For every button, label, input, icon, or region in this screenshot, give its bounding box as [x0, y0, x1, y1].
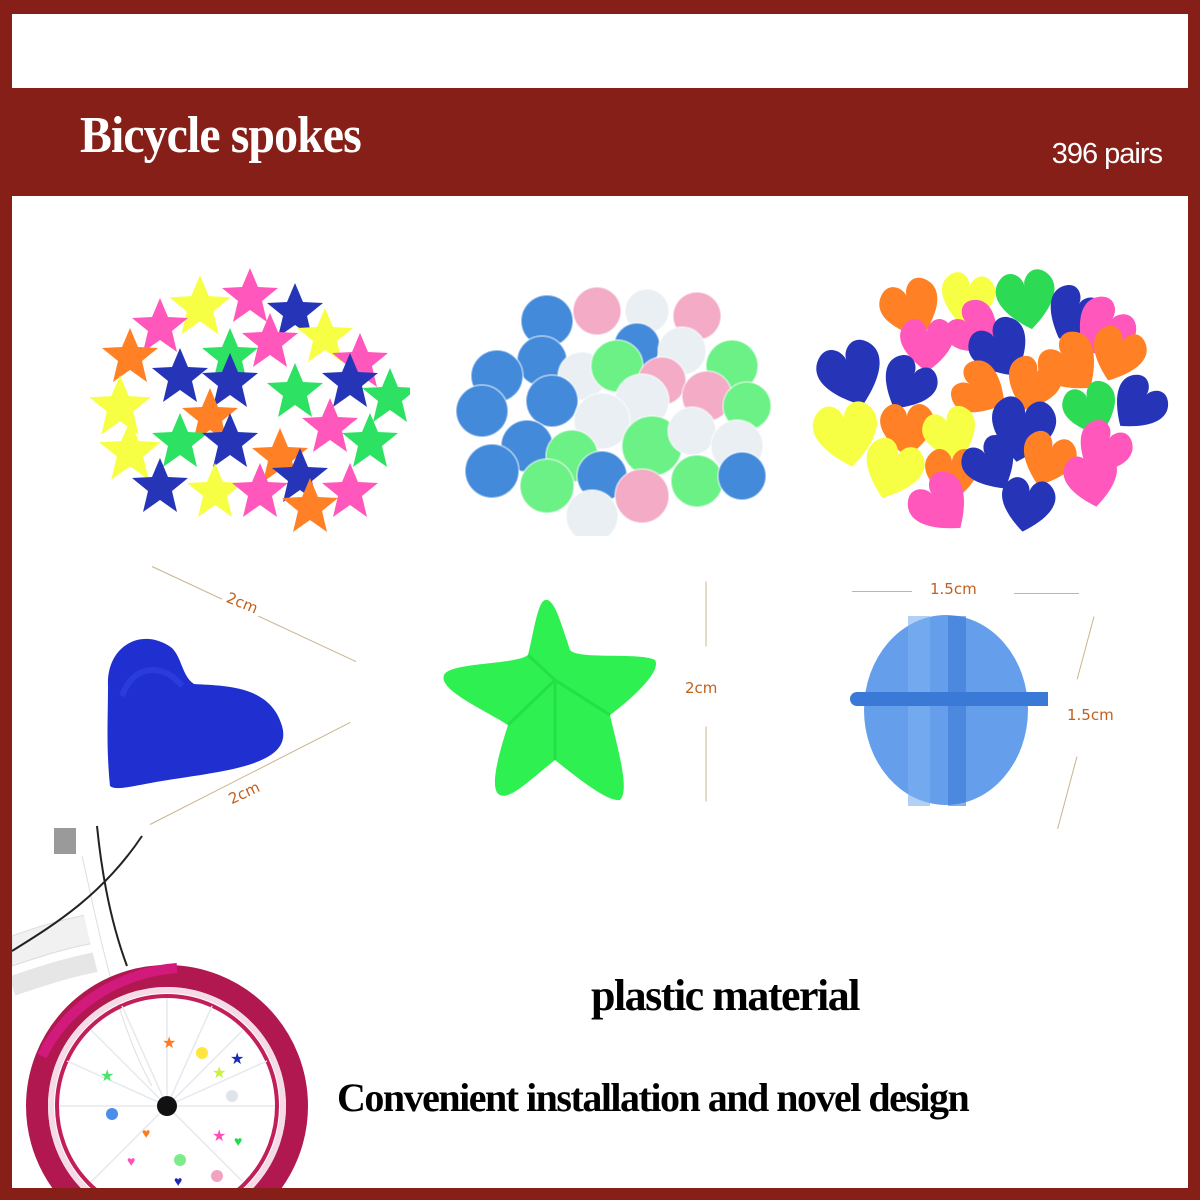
svg-text:♥: ♥ [142, 1127, 150, 1142]
feature-installation-design: Convenient installation and novel design [337, 1075, 970, 1120]
feature-plastic-material: plastic material [590, 971, 861, 1020]
top-white-band [12, 14, 1188, 88]
star-height-dimension-line-top [705, 581, 707, 647]
star-height-label: 2cm [685, 679, 718, 697]
round-height-dimension-line-top [1076, 616, 1095, 680]
svg-text:♥: ♥ [174, 1175, 182, 1188]
star-bead-closeup [443, 599, 656, 801]
svg-text:♥: ♥ [127, 1155, 135, 1170]
round-width-label: 1.5cm [930, 580, 977, 598]
round-beads-pile-image [455, 286, 772, 536]
star-beads-pile-image [89, 268, 410, 532]
svg-text:★: ★ [212, 1128, 226, 1145]
round-width-dimension-line-right [1014, 593, 1079, 594]
pair-count-label: 396 pairs [1051, 138, 1163, 170]
svg-text:★: ★ [162, 1035, 176, 1052]
round-width-dimension-line-left [852, 591, 912, 592]
round-bead-closeup [850, 615, 1048, 806]
heart-beads-pile-image [809, 266, 1172, 546]
round-height-label: 1.5cm [1067, 706, 1114, 724]
svg-text:★: ★ [100, 1068, 114, 1085]
bicycle-wheel-illustration: ★ ★ ★ ★ ★ ♥ ♥ ♥ ♥ [12, 825, 308, 1188]
product-content-area: 2cm 2cm 2cm 1.5cm 1.5cm [12, 196, 1188, 1188]
svg-text:♥: ♥ [234, 1135, 242, 1150]
star-height-dimension-line-bottom [705, 726, 707, 802]
page-title: Bicycle spokes [80, 107, 362, 164]
title-banner [0, 88, 1200, 196]
svg-text:★: ★ [212, 1065, 226, 1082]
svg-text:★: ★ [230, 1051, 244, 1068]
round-height-dimension-line-bottom [1057, 756, 1078, 830]
heart-bead-closeup [107, 638, 284, 789]
